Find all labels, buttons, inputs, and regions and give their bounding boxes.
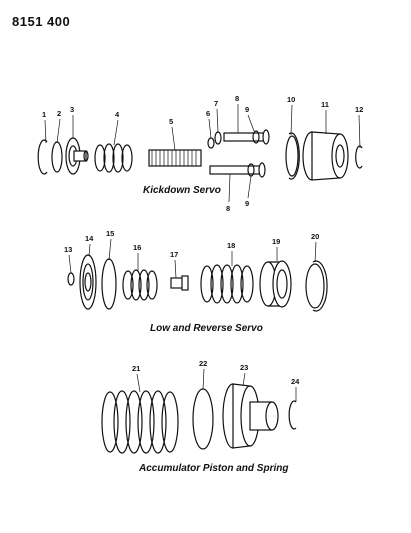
callout-23: 23 xyxy=(240,363,248,372)
callout-13: 13 xyxy=(64,245,72,254)
part-23-piston xyxy=(222,383,279,449)
callout-19: 19 xyxy=(272,237,280,246)
callout-8: 8 xyxy=(235,94,239,103)
part-4-spring xyxy=(94,143,133,173)
part-20-snap-ring xyxy=(305,260,328,312)
part-11-piston xyxy=(302,131,349,181)
callout-11: 11 xyxy=(321,100,329,109)
part-9-ring-upper xyxy=(252,130,260,144)
part-17-plug xyxy=(170,275,189,291)
callout-2: 2 xyxy=(57,109,61,118)
callout-16: 16 xyxy=(133,243,141,252)
caption-kickdown-servo: Kickdown Servo xyxy=(143,185,221,196)
part-3-piston xyxy=(65,137,89,175)
callout-3: 3 xyxy=(70,105,74,114)
callout-24: 24 xyxy=(291,377,300,386)
part-18-spring xyxy=(200,264,254,304)
part-13-ring xyxy=(67,272,75,286)
callout-6: 6 xyxy=(206,109,210,118)
document-id: 8151 400 xyxy=(12,14,71,29)
callout-14: 14 xyxy=(85,234,94,243)
part-10-snap-ring xyxy=(285,132,300,180)
part-6-washer xyxy=(207,137,215,149)
callout-20: 20 xyxy=(311,232,319,241)
callout-12: 12 xyxy=(355,105,363,114)
part-14-piston xyxy=(79,254,97,310)
part-22-ring xyxy=(192,388,214,450)
callout-7: 7 xyxy=(214,99,218,108)
callout-8-lower: 8 xyxy=(226,204,230,213)
part-24-snap-ring xyxy=(288,400,297,430)
part-15-ring xyxy=(101,258,117,310)
callout-10: 10 xyxy=(287,95,295,104)
part-19-retainer xyxy=(259,260,292,308)
part-8-rod-lower xyxy=(209,162,266,178)
callout-4: 4 xyxy=(115,110,120,119)
callout-15: 15 xyxy=(106,229,114,238)
part-7-retainer xyxy=(214,131,222,145)
callout-17: 17 xyxy=(170,250,178,259)
part-21-spring xyxy=(101,390,179,454)
callout-9: 9 xyxy=(245,105,249,114)
callout-22: 22 xyxy=(199,359,207,368)
part-2-ring xyxy=(51,141,63,173)
callout-18: 18 xyxy=(227,241,235,250)
part-12-snap-ring xyxy=(355,145,363,169)
callout-21: 21 xyxy=(132,364,140,373)
caption-low-reverse-servo: Low and Reverse Servo xyxy=(150,323,263,334)
callout-5: 5 xyxy=(169,117,173,126)
callout-9-lower: 9 xyxy=(245,199,249,208)
part-16-spring xyxy=(122,269,158,301)
part-1-snap-ring xyxy=(37,139,48,175)
caption-accumulator-piston-spring: Accumulator Piston and Spring xyxy=(139,463,289,474)
part-5-spring xyxy=(148,149,202,167)
callout-1: 1 xyxy=(42,110,46,119)
part-8-rod-upper xyxy=(223,129,270,145)
